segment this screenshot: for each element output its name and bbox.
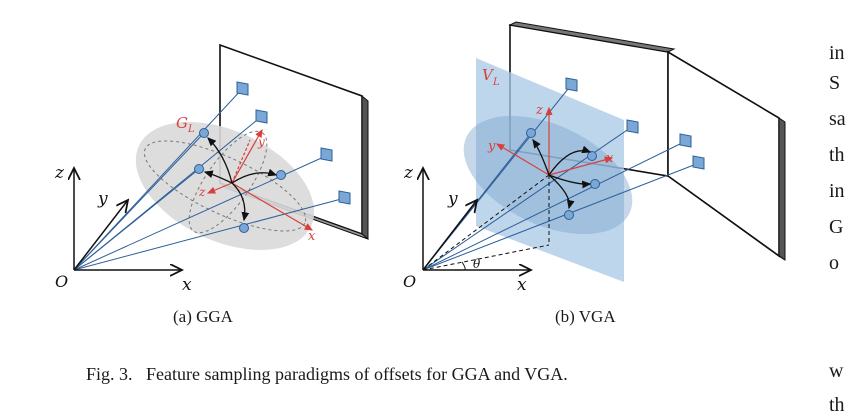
theta-label: θ bbox=[473, 257, 481, 271]
subcaption-b: (b) VGA bbox=[555, 307, 616, 326]
label-gl-sub: L bbox=[187, 124, 195, 135]
local-y-a: y bbox=[257, 135, 265, 149]
axis-x-a: x bbox=[182, 275, 192, 295]
column-fragment: o bbox=[829, 252, 839, 274]
origin-a: O bbox=[55, 272, 68, 291]
subcaption-a: (a) GGA bbox=[173, 307, 233, 326]
column-fragment: in bbox=[829, 180, 845, 202]
local-axes-b bbox=[495, 106, 614, 176]
panel-a-gga: G L y z x z y x O bbox=[54, 43, 369, 295]
axis-y-a: y bbox=[97, 189, 108, 209]
local-z-b: z bbox=[535, 103, 543, 118]
gaussian-dashed-ellipse bbox=[143, 140, 307, 232]
column-fragment: th bbox=[829, 144, 845, 166]
global-axes-b bbox=[423, 168, 531, 270]
label-gl: G bbox=[176, 114, 188, 132]
axis-x-b: x bbox=[517, 275, 527, 295]
offset-arrows-b bbox=[532, 138, 592, 210]
origin-b: O bbox=[403, 272, 416, 291]
column-fragment: in bbox=[829, 42, 845, 64]
wall-samples-a bbox=[236, 81, 351, 205]
label-vl-sub: L bbox=[492, 77, 500, 88]
local-x-b: x bbox=[606, 151, 614, 166]
wall-samples-b bbox=[565, 77, 705, 170]
column-fragment: sa bbox=[829, 108, 846, 130]
points-a bbox=[194, 128, 286, 233]
label-vl: V bbox=[482, 66, 495, 84]
panel-b-vga: V L z y x θ z y x O bbox=[403, 21, 786, 295]
column-fragment: w bbox=[829, 360, 844, 382]
axis-y-b: y bbox=[447, 189, 458, 209]
column-fragment: S bbox=[829, 72, 841, 94]
theta-arc bbox=[461, 261, 466, 271]
column-fragment: G bbox=[829, 216, 844, 238]
column-fragment: th bbox=[829, 394, 845, 416]
global-axes-a bbox=[74, 168, 182, 270]
local-z-a: z bbox=[198, 185, 206, 199]
axis-z-b: z bbox=[403, 163, 414, 183]
local-x-a: x bbox=[308, 229, 316, 244]
points-b bbox=[526, 128, 600, 220]
axis-z-a: z bbox=[54, 163, 65, 183]
offset-arrows-a bbox=[203, 137, 278, 222]
local-axes-a bbox=[206, 128, 314, 231]
local-y-b: y bbox=[487, 139, 496, 154]
figure-caption: Fig. 3. Feature sampling paradigms of of… bbox=[86, 364, 568, 384]
projection-dashes bbox=[422, 174, 550, 271]
